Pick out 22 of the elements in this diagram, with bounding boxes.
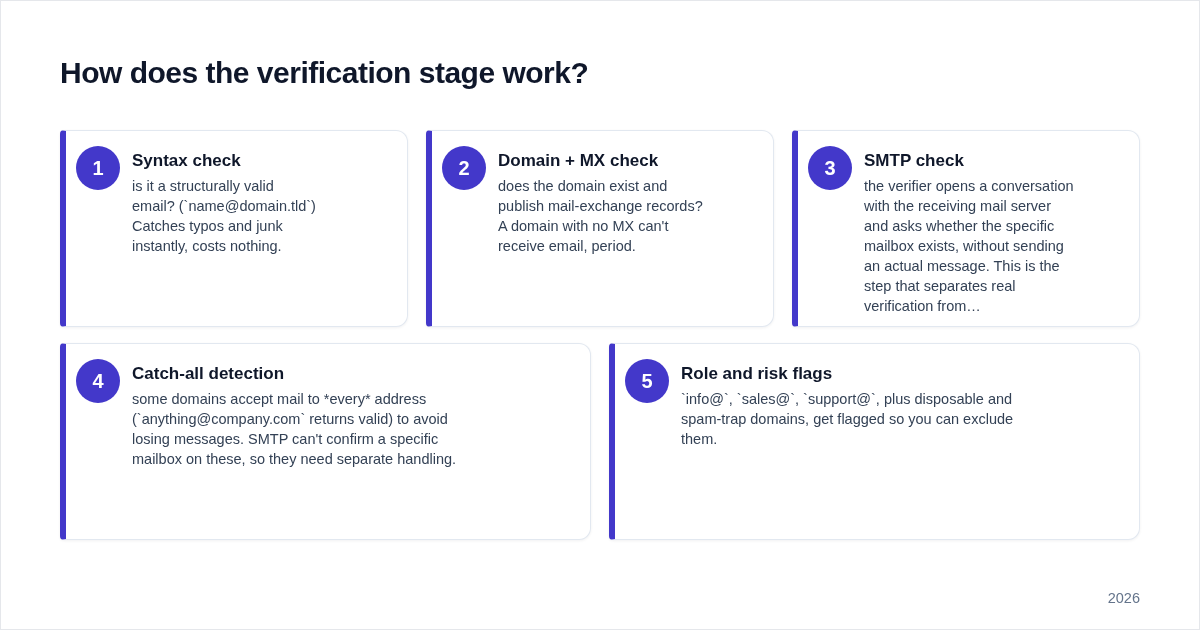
step-title: SMTP check	[864, 151, 964, 171]
step-description: some domains accept mail to *every* address (`anything@company.com` returns valid) to avoid losing messages. SMTP can't confirm a specific mailbox on these, so they need separate handling.	[132, 390, 458, 469]
step-number-circle: 2	[442, 146, 486, 190]
step-title: Syntax check	[132, 151, 241, 171]
step-card	[792, 130, 1140, 327]
step-title: Catch-all detection	[132, 364, 285, 384]
step-description: `info@`, `sales@`, `support@`, plus disposable and spam-trap domains, get flagged so you can exclude them.	[681, 390, 1015, 449]
step-number-circle: 4	[76, 359, 120, 403]
step-card	[609, 343, 1140, 540]
step-card	[60, 130, 408, 327]
year-label: 2026	[1107, 590, 1140, 606]
step-description: is it a structurally valid email? (`name@domain.tld`) Catches typos and junk instantly, costs nothing.	[132, 177, 317, 256]
step-number-circle: 5	[625, 359, 669, 403]
step-title: Domain + MX check	[498, 151, 659, 171]
title: How does the verification stage work?	[60, 56, 589, 90]
step-card	[426, 130, 774, 327]
step-description: the verifier opens a conversation with the receiving mail server and asks whether the specific mailbox exists, without sending an actual message. This is the step that separates real verification from…	[864, 177, 1075, 316]
step-number-circle: 1	[76, 146, 120, 190]
step-description: does the domain exist and publish mail-exchange records? A domain with no MX can't receive email, period.	[498, 177, 704, 256]
step-number-circle: 3	[808, 146, 852, 190]
step-title: Role and risk flags	[681, 364, 833, 384]
step-card	[60, 343, 591, 540]
